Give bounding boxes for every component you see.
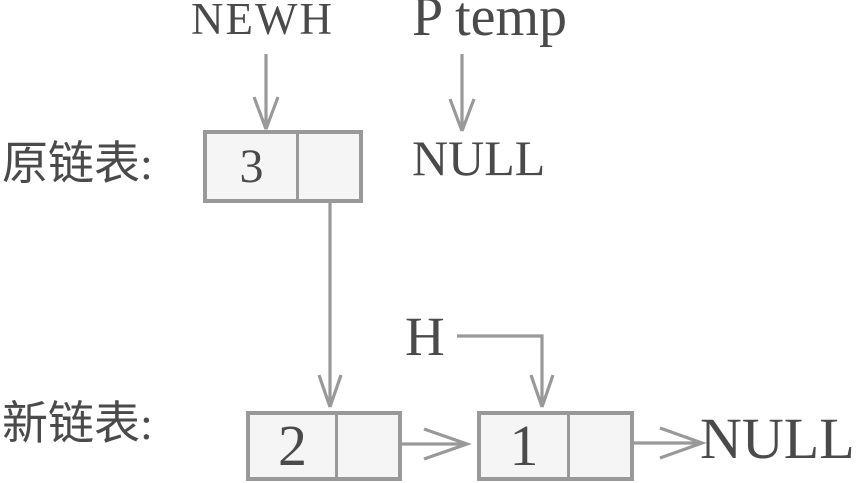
node3-next-down-arrow (317, 164, 343, 408)
original-list-label: 原链表: (2, 138, 153, 189)
h-pointer-elbow-arrow (457, 334, 555, 408)
newh-pointer-arrow (252, 54, 280, 130)
node3-data-cell: 3 (207, 134, 296, 199)
node1-box: 1 (477, 411, 634, 481)
null-label-original: NULL (412, 130, 546, 186)
h-pointer-label: H (405, 306, 445, 367)
node2-next-cell (335, 415, 398, 477)
ptemp-pointer-arrow (448, 54, 476, 132)
node1-data-cell: 1 (481, 415, 567, 477)
node3-value: 3 (239, 139, 264, 193)
node2-box: 2 (246, 411, 402, 481)
p-temp-pointer-label: P temp (412, 0, 568, 48)
newh-pointer-label: NEWH (191, 0, 334, 44)
node2-data-cell: 2 (250, 415, 335, 477)
node1-next-cell (567, 415, 630, 477)
node1-value: 1 (509, 413, 539, 478)
node3-box: 3 (203, 130, 363, 203)
new-list-label: 新链表: (2, 398, 153, 449)
node3-next-cell (296, 134, 359, 199)
null-label-new: NULL (700, 406, 855, 471)
node2-value: 2 (278, 413, 307, 478)
